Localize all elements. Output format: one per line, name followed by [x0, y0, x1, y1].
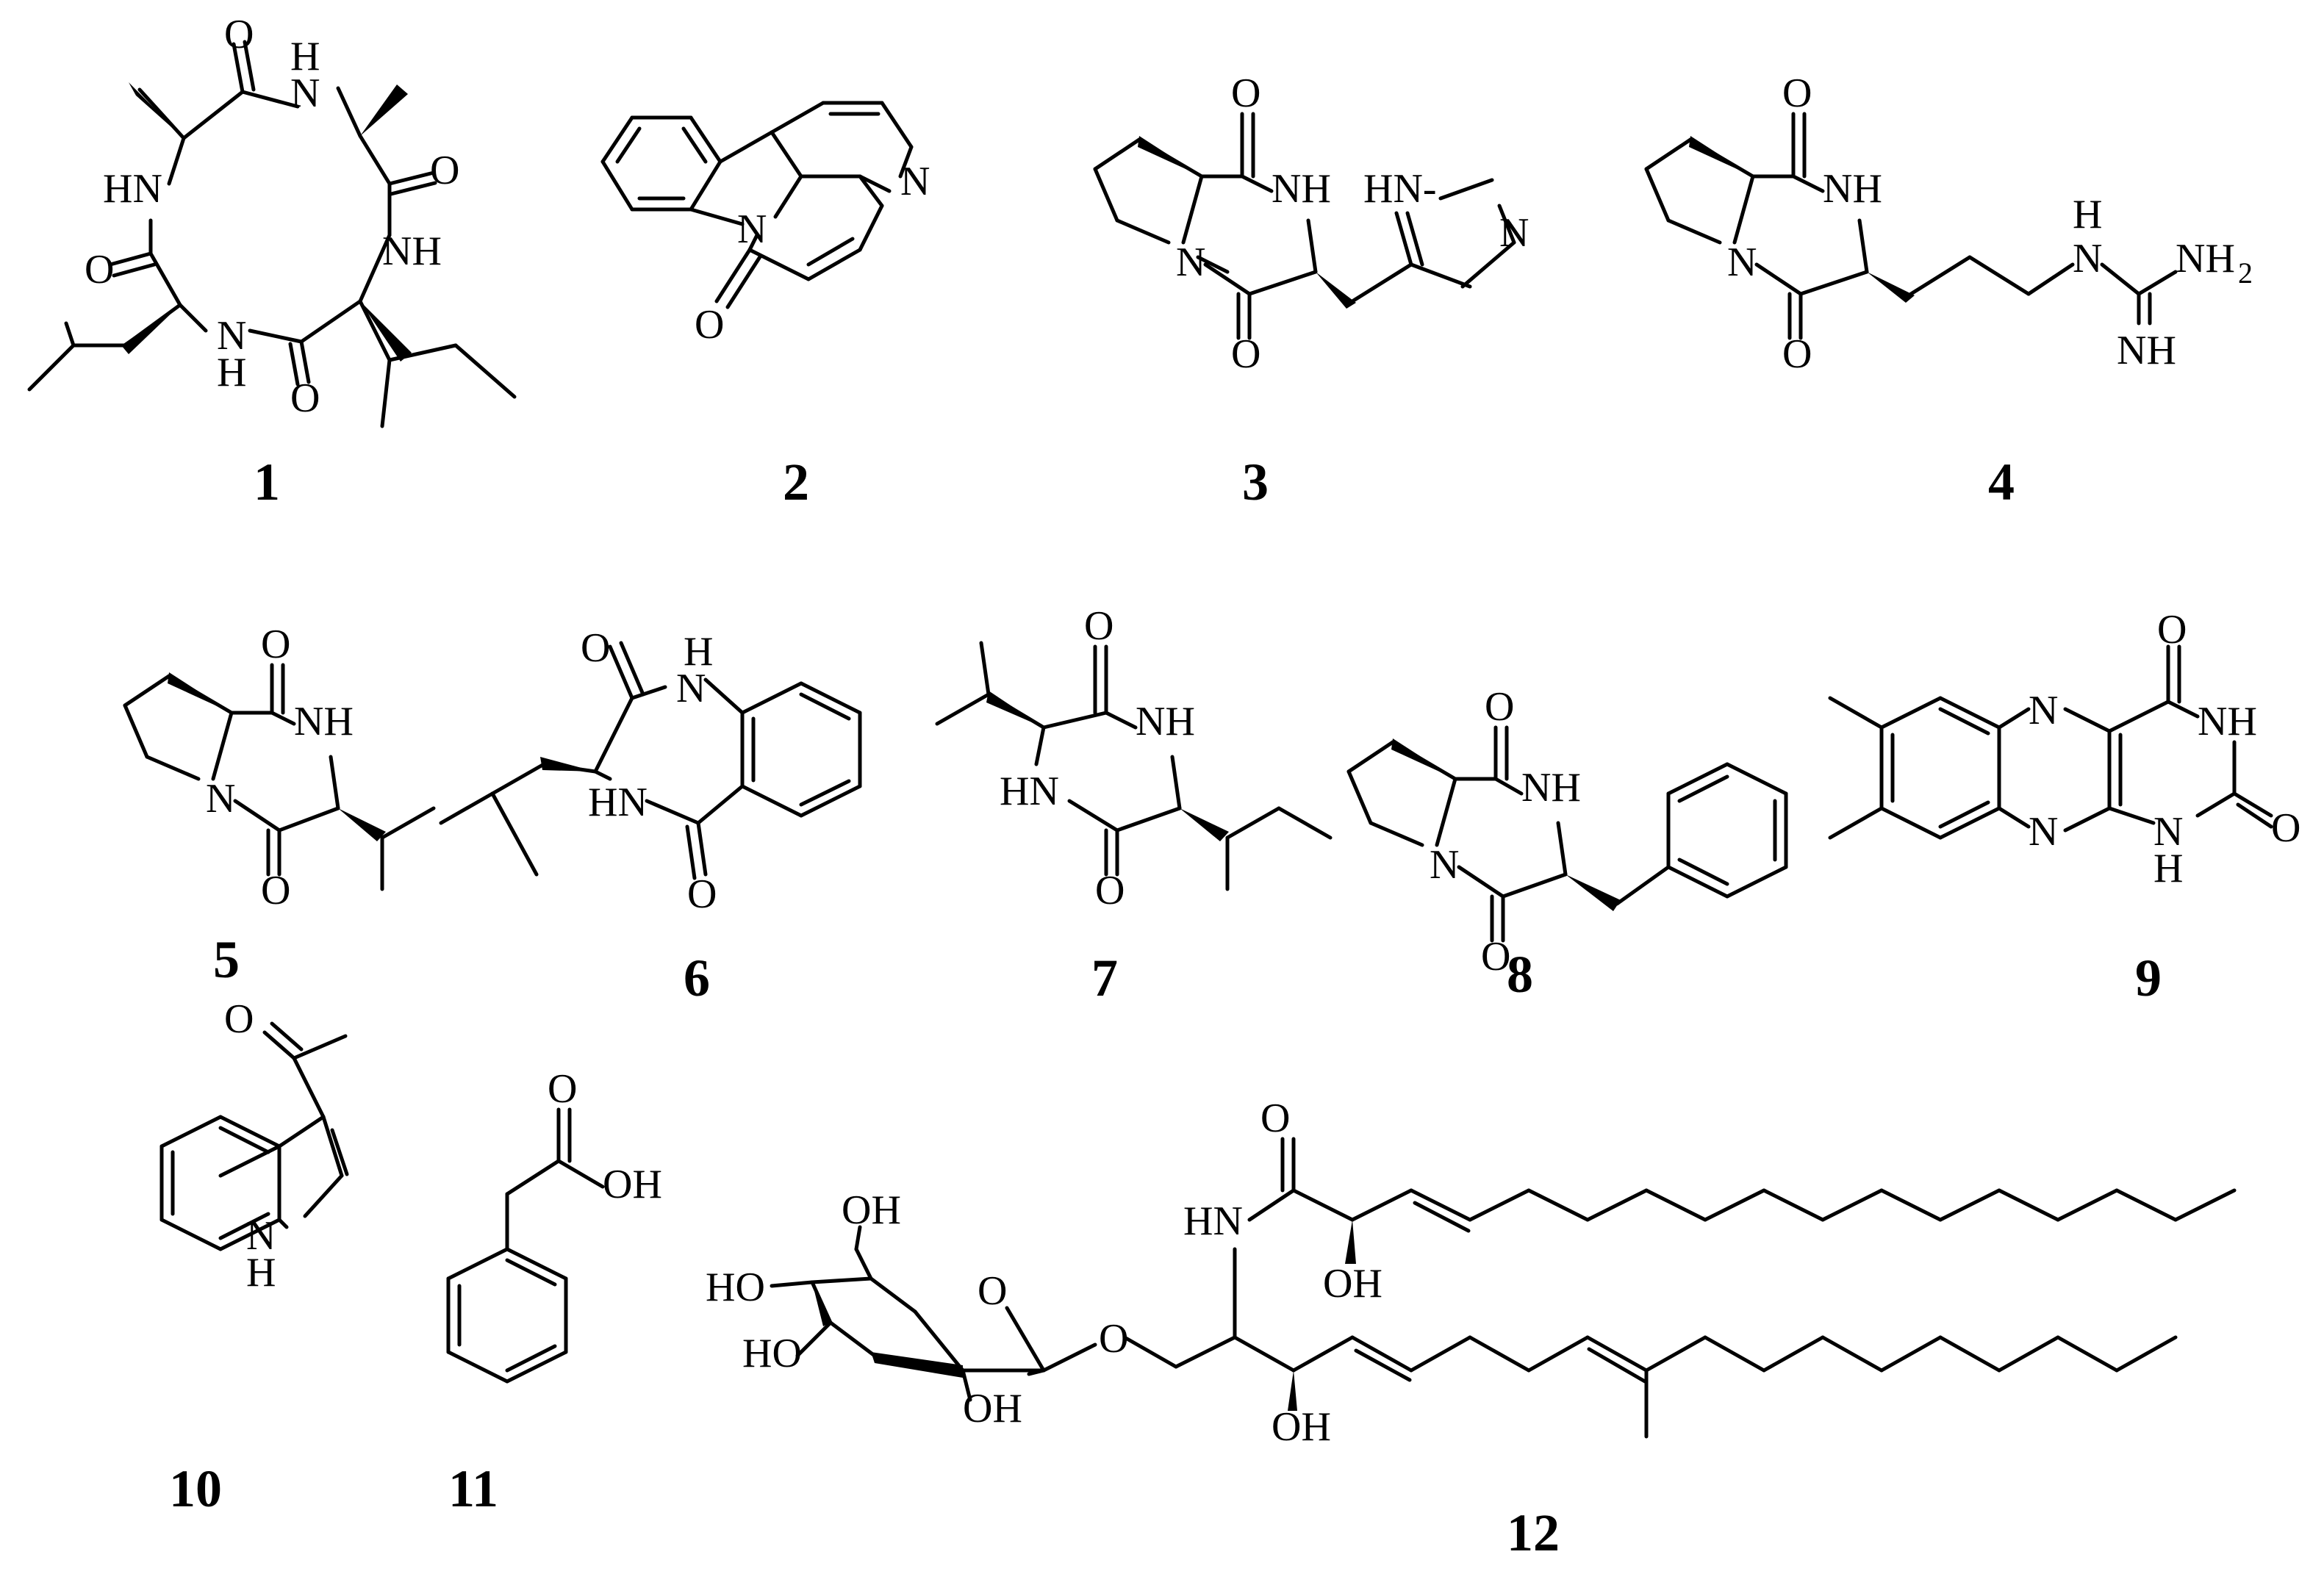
- svg-text:HO: HO: [706, 1265, 765, 1310]
- compound-label-11: 11: [448, 1459, 498, 1518]
- compound-label-9: 9: [2135, 949, 2162, 1007]
- svg-text:O: O: [548, 1066, 577, 1112]
- svg-text:O: O: [1782, 331, 1812, 377]
- compound-label-8: 8: [1507, 945, 1533, 1004]
- svg-text:N: N: [2029, 688, 2058, 733]
- svg-text:O: O: [695, 302, 724, 348]
- svg-text:O: O: [1231, 331, 1260, 377]
- svg-text:O: O: [290, 375, 320, 421]
- svg-text:O: O: [581, 625, 610, 671]
- compound-label-2: 2: [783, 453, 809, 511]
- compound-6-structure: O H N HN O: [439, 625, 862, 917]
- svg-text:H: H: [2153, 846, 2183, 891]
- svg-text:N: N: [2153, 809, 2183, 855]
- svg-text:O: O: [1231, 71, 1260, 116]
- svg-text:NH: NH: [1272, 166, 1331, 212]
- compound-label-1: 1: [254, 453, 280, 511]
- svg-text:HN: HN: [1183, 1198, 1243, 1244]
- svg-text:O: O: [85, 247, 114, 292]
- compound-label-12: 12: [1507, 1503, 1560, 1562]
- svg-text:N: N: [246, 1213, 276, 1259]
- svg-text:N: N: [217, 313, 246, 359]
- svg-text:O: O: [1481, 934, 1510, 979]
- svg-text:OH: OH: [963, 1386, 1022, 1431]
- svg-text:N: N: [1727, 240, 1757, 285]
- svg-text:HN: HN: [1000, 769, 1059, 814]
- compound-12-structure: O HN OH OH HO HO OH O O OH: [706, 1096, 2237, 1450]
- svg-text:N: N: [1430, 842, 1459, 888]
- compound-label-6: 6: [684, 949, 710, 1007]
- svg-text:O: O: [1099, 1316, 1128, 1362]
- svg-text:O: O: [2271, 805, 2300, 851]
- svg-text:NH: NH: [1823, 166, 1882, 212]
- svg-text:NH: NH: [2176, 236, 2235, 281]
- svg-text:O: O: [261, 622, 290, 667]
- compound-5-structure: O NH N O: [123, 622, 436, 913]
- svg-text:HO: HO: [742, 1331, 802, 1376]
- svg-text:O: O: [2157, 607, 2187, 653]
- svg-text:NH: NH: [2117, 328, 2176, 373]
- svg-text:N: N: [737, 206, 767, 252]
- svg-text:NH: NH: [382, 229, 442, 274]
- svg-text:H: H: [246, 1250, 276, 1295]
- svg-text:H: H: [290, 34, 320, 79]
- compound-9-structure: N N O NH N H O: [1828, 607, 2300, 891]
- compound-label-5: 5: [213, 930, 240, 989]
- compound-1-structure: O H N O HN NH O N H O: [27, 12, 517, 428]
- svg-text:H: H: [217, 350, 246, 395]
- svg-text:NH: NH: [294, 699, 354, 744]
- svg-text:O: O: [1095, 868, 1125, 913]
- svg-text:OH: OH: [603, 1162, 662, 1207]
- svg-text:NH: NH: [1521, 765, 1581, 810]
- svg-text:OH: OH: [1272, 1404, 1331, 1450]
- svg-text:N: N: [1499, 210, 1529, 256]
- svg-text:N: N: [1176, 240, 1205, 285]
- compound-label-10: 10: [169, 1459, 222, 1518]
- svg-text:O: O: [430, 148, 459, 193]
- svg-text:N: N: [290, 71, 320, 116]
- svg-text:O: O: [687, 871, 717, 917]
- svg-text:HN: HN: [103, 166, 162, 212]
- svg-text:O: O: [1260, 1096, 1290, 1141]
- compound-label-4: 4: [1988, 453, 2015, 511]
- compound-10-structure: O N H: [159, 996, 349, 1295]
- svg-text:N: N: [676, 666, 706, 711]
- svg-text:NH: NH: [2198, 699, 2257, 744]
- svg-text:O: O: [261, 868, 290, 913]
- svg-text:N: N: [900, 159, 930, 204]
- compound-2-structure: N N O: [600, 101, 930, 348]
- svg-text:N: N: [2029, 809, 2058, 855]
- svg-text:2: 2: [2238, 256, 2253, 290]
- compound-7-structure: O NH HN O: [935, 603, 1333, 913]
- compound-4-structure: O NH N O H N NH 2 NH: [1644, 71, 2253, 377]
- svg-text:O: O: [1782, 71, 1812, 116]
- svg-text:O: O: [1084, 603, 1113, 649]
- compound-label-3: 3: [1242, 453, 1269, 511]
- compound-3-structure: O NH N O HN- N: [1093, 71, 1529, 377]
- svg-text:HN: HN: [588, 780, 648, 825]
- svg-text:H: H: [2073, 192, 2102, 237]
- svg-text:O: O: [224, 12, 254, 57]
- svg-text:OH: OH: [842, 1187, 901, 1233]
- compound-8-structure: O NH N O: [1346, 684, 1788, 979]
- svg-text:N: N: [206, 776, 235, 822]
- svg-text:O: O: [978, 1268, 1007, 1314]
- svg-text:HN-: HN-: [1363, 166, 1437, 212]
- svg-text:N: N: [2073, 236, 2102, 281]
- svg-text:H: H: [684, 629, 713, 675]
- svg-text:O: O: [1485, 684, 1514, 730]
- compound-label-7: 7: [1091, 949, 1118, 1007]
- compound-11-structure: O OH: [446, 1066, 662, 1384]
- svg-text:NH: NH: [1136, 699, 1195, 744]
- svg-text:O: O: [224, 996, 254, 1042]
- svg-text:OH: OH: [1323, 1261, 1382, 1306]
